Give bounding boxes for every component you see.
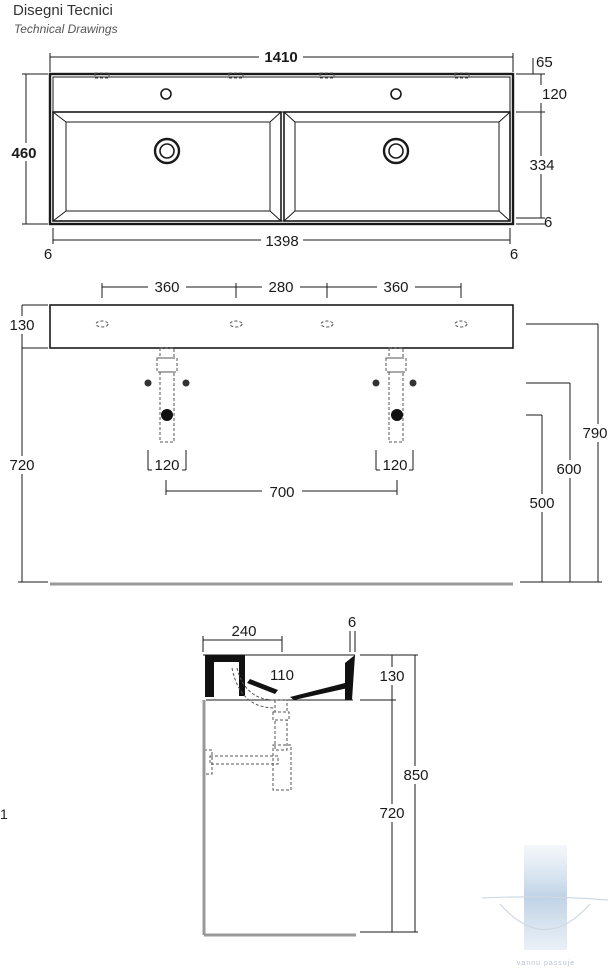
top-view: 1410 460 1398 6 6 65 120 334 6 xyxy=(8,48,572,263)
dim-side-top-depth: 240 xyxy=(231,623,256,640)
drain-left xyxy=(153,137,181,165)
brand-logo: vannu passuje xyxy=(481,845,609,967)
dim-side-wall: 6 xyxy=(348,614,356,631)
dim-side-basin-height: 130 xyxy=(379,668,404,685)
dim-back-ledge: 120 xyxy=(542,86,567,103)
side-index-label: 1 xyxy=(0,806,8,822)
dim-side-drain-offset: 110 xyxy=(270,667,294,684)
logo-text: vannu passuje xyxy=(517,960,575,967)
tap-hole-right xyxy=(390,88,402,100)
trap-right xyxy=(385,347,407,443)
dim-spacing-right: 360 xyxy=(383,279,408,296)
drawing-title: Disegni Tecnici xyxy=(13,2,113,19)
tap-hole-left xyxy=(160,88,172,100)
side-view: 240 6 110 130 850 xyxy=(202,614,434,937)
trap-left xyxy=(156,347,178,443)
dim-bowl-depth: 334 xyxy=(529,157,554,174)
dim-overall-width: 1410 xyxy=(264,49,297,66)
top-view-bowl-left xyxy=(52,111,282,222)
waste-outlet-right xyxy=(391,409,403,421)
front-view-basin xyxy=(49,304,514,349)
dim-front-basin-height: 130 xyxy=(9,317,34,334)
dim-rim-right: 65 xyxy=(536,54,553,71)
dim-drain-right: 120 xyxy=(382,457,407,474)
dim-height-600: 600 xyxy=(556,461,581,478)
dim-spacing-middle: 280 xyxy=(268,279,293,296)
drawing-subtitle: Technical Drawings xyxy=(14,22,118,36)
dim-inner-width: 1398 xyxy=(265,233,298,250)
top-view-bowl-right xyxy=(283,111,511,222)
front-view: 360 280 360 130 720 xyxy=(5,278,612,586)
drain-right xyxy=(382,137,410,165)
dim-front-rim: 6 xyxy=(544,214,552,231)
dim-depth: 460 xyxy=(11,145,36,162)
dim-drain-spacing: 700 xyxy=(269,484,294,501)
dim-height-790: 790 xyxy=(582,425,607,442)
top-view-outline xyxy=(48,72,515,226)
side-trap xyxy=(203,699,292,791)
dim-drain-left: 120 xyxy=(154,457,179,474)
dim-side-total-height: 850 xyxy=(403,767,428,784)
dim-spacing-left: 360 xyxy=(154,279,179,296)
dim-height-500: 500 xyxy=(529,495,554,512)
waste-outlet-left xyxy=(161,409,173,421)
dim-left-margin: 6 xyxy=(44,246,52,263)
water-valves xyxy=(144,379,417,387)
dim-side-lower-height: 720 xyxy=(379,805,404,822)
basin-section xyxy=(205,655,245,697)
dim-front-lower-height: 720 xyxy=(9,457,34,474)
dim-right-margin: 6 xyxy=(510,246,518,263)
